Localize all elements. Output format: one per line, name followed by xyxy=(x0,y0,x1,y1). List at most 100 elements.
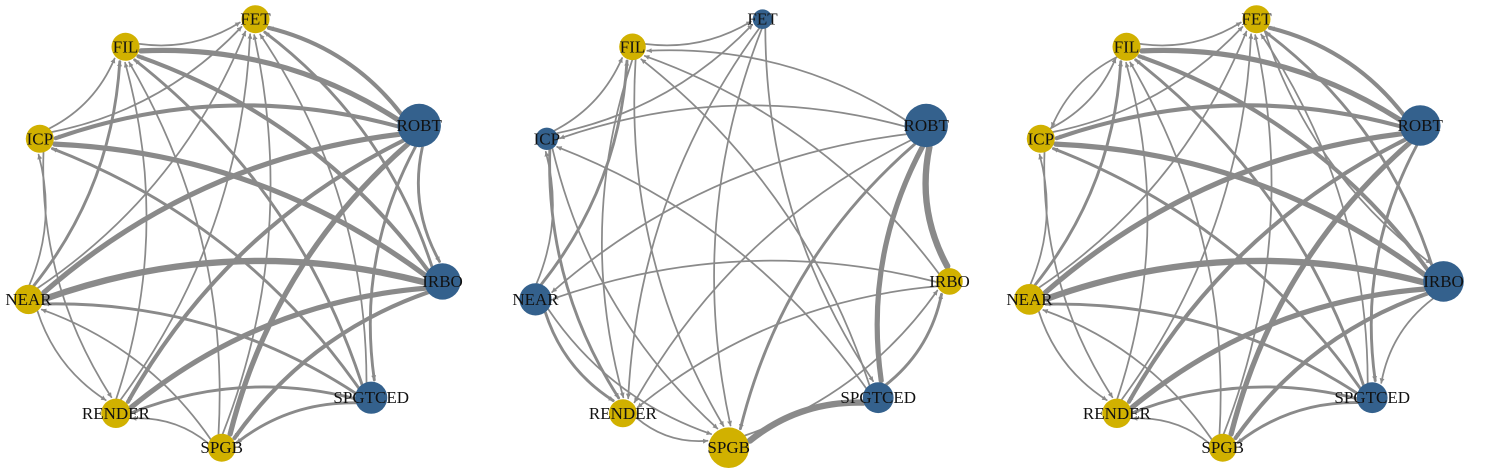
edge-robt-to-render xyxy=(633,139,912,404)
edge-spgtced-to-icp xyxy=(556,146,867,390)
edge-spgtced-to-spgb xyxy=(746,399,867,444)
edge-robt-to-near xyxy=(1042,131,1405,295)
edge-spgtced-to-fil xyxy=(133,58,364,386)
node-label-spgtced: SPGTCED xyxy=(1334,388,1410,407)
node-layer: FET ROBT IRBO SPGTCED SPGB RENDER NEAR ICP FIL xyxy=(5,5,463,462)
edge-irbo-to-near xyxy=(1043,257,1427,302)
edge-spgtced-to-fil xyxy=(1134,58,1365,387)
node-near: NEAR xyxy=(512,283,559,316)
node-circle-spgtced xyxy=(1356,382,1388,414)
node-label-irbo: IRBO xyxy=(422,272,463,291)
edge-near-to-icp xyxy=(28,153,47,286)
node-circle-fil xyxy=(619,33,646,61)
node-circle-render xyxy=(101,398,131,428)
node-label-near: NEAR xyxy=(5,290,52,309)
node-irbo: IRBO xyxy=(422,263,463,300)
node-spgb: SPGB xyxy=(707,427,750,469)
node-label-icp: ICP xyxy=(534,129,560,148)
edge-icp-to-fil xyxy=(1049,57,1117,130)
node-fet: FET xyxy=(240,5,271,34)
node-label-spgtced: SPGTCED xyxy=(333,388,409,407)
node-near: NEAR xyxy=(1006,284,1053,315)
edge-spgtced-to-render xyxy=(131,385,357,414)
edge-robt-to-irbo xyxy=(416,145,441,263)
node-label-irbo: IRBO xyxy=(929,272,970,291)
node-icp: ICP xyxy=(1026,124,1055,153)
edge-robt-to-render xyxy=(1126,137,1408,404)
edge-fil-to-fet xyxy=(1139,21,1242,47)
edge-fet-to-spgtced xyxy=(764,27,874,382)
edge-irbo-to-spgb xyxy=(232,290,431,441)
edge-robt-to-spgtced xyxy=(874,144,925,384)
node-label-spgb: SPGB xyxy=(1201,438,1244,457)
edge-robt-to-spgb xyxy=(738,142,917,431)
node-render: RENDER xyxy=(589,399,658,428)
network-graph-left: FET ROBT IRBO SPGTCED SPGB RENDER NEAR ICP FIL xyxy=(5,5,463,462)
node-circle-icp xyxy=(25,124,54,153)
edge-near-to-icp xyxy=(1029,153,1048,285)
edge-irbo-to-icp xyxy=(1053,141,1427,278)
edge-robt-to-near xyxy=(41,131,402,296)
edge-render-to-fet xyxy=(119,33,253,401)
node-circle-spgtced xyxy=(355,381,388,414)
edge-robt-to-near xyxy=(551,133,908,293)
node-label-fil: FIL xyxy=(1114,37,1140,56)
edge-spgtced-to-render xyxy=(1132,385,1359,414)
node-circle-near xyxy=(1014,284,1045,315)
edge-irbo-to-near xyxy=(552,259,938,300)
node-circle-icp xyxy=(1026,124,1055,153)
node-irbo: IRBO xyxy=(929,268,970,295)
node-spgtced: SPGTCED xyxy=(1334,382,1410,414)
node-circle-spgtced xyxy=(862,382,894,414)
edge-spgtced-to-icp xyxy=(1051,147,1362,390)
node-label-render: RENDER xyxy=(82,404,151,423)
edge-spgtced-to-near xyxy=(43,301,358,395)
edge-near-to-fil xyxy=(32,60,123,288)
edge-layer xyxy=(1029,21,1434,445)
edge-irbo-to-fil xyxy=(136,54,430,273)
edge-render-to-fil xyxy=(115,61,148,400)
node-label-spgb: SPGB xyxy=(200,438,243,457)
edge-fil-to-fet xyxy=(138,21,241,47)
edge-irbo-to-icp xyxy=(52,141,428,278)
node-circle-robt xyxy=(397,103,441,148)
node-label-robt: ROBT xyxy=(397,116,443,135)
node-fil: FIL xyxy=(1112,32,1141,61)
node-circle-near xyxy=(13,284,44,315)
edge-spgtced-to-spgb xyxy=(1236,401,1360,445)
network-panel-left: FET ROBT IRBO SPGTCED SPGB RENDER NEAR ICP FIL xyxy=(0,0,500,471)
edge-near-to-fet xyxy=(36,30,247,289)
node-circle-robt xyxy=(1399,105,1441,146)
node-near: NEAR xyxy=(5,284,52,315)
edge-irbo-to-render xyxy=(1129,286,1428,410)
node-spgtced: SPGTCED xyxy=(333,381,409,414)
edge-irbo-to-near xyxy=(42,257,428,302)
edge-spgtced-to-fil xyxy=(640,58,871,386)
edge-robt-to-spgtced xyxy=(368,145,417,382)
node-label-spgtced: SPGTCED xyxy=(840,388,916,407)
node-fil: FIL xyxy=(111,32,140,61)
node-icp: ICP xyxy=(534,127,560,150)
node-circle-fet xyxy=(752,9,773,29)
edge-spgb-to-render xyxy=(130,415,210,445)
edge-fil-to-render xyxy=(601,59,634,399)
edge-robt-to-fet xyxy=(1267,25,1406,117)
edge-robt-to-icp xyxy=(559,104,906,140)
edge-fet-to-irbo xyxy=(1263,29,1432,265)
edge-spgtced-to-icp xyxy=(50,147,360,390)
node-label-render: RENDER xyxy=(589,404,658,423)
edge-icp-to-fet xyxy=(1052,26,1244,133)
edge-robt-to-spgtced xyxy=(1369,144,1419,383)
node-circle-fet xyxy=(241,5,270,34)
node-label-icp: ICP xyxy=(27,129,53,148)
node-circle-spgb xyxy=(207,433,236,462)
edge-robt-to-render xyxy=(125,138,406,404)
edge-layer xyxy=(28,21,441,445)
edge-icp-to-render xyxy=(548,148,621,400)
edge-spgb-to-near xyxy=(1042,309,1213,441)
node-circle-irbo xyxy=(424,263,461,300)
